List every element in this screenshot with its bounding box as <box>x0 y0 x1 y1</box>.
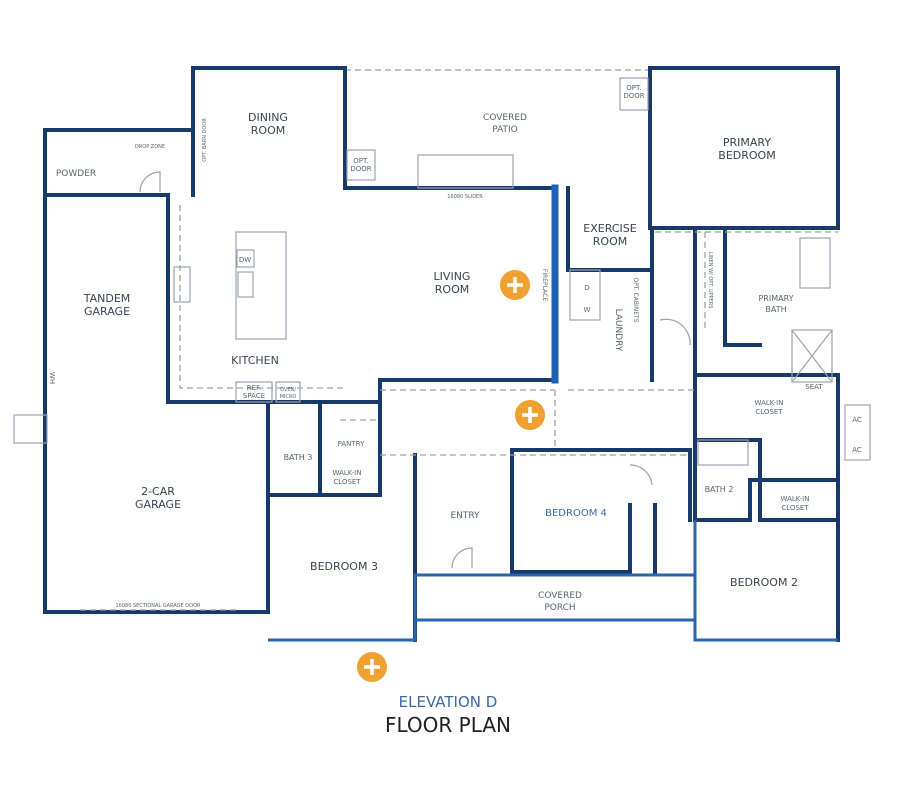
label-garage-door: 16080 SECTIONAL GARAGE DOOR <box>115 603 201 609</box>
svg-text:OPT.DOOR: OPT.DOOR <box>623 84 644 100</box>
room-bedroom3: BEDROOM 3 <box>310 560 378 573</box>
svg-text:OPT.DOOR: OPT.DOOR <box>350 157 371 173</box>
label-ac: AC <box>852 446 862 454</box>
svg-text:REF.SPACE: REF.SPACE <box>243 384 265 400</box>
elevation-title: ELEVATION D <box>399 693 498 711</box>
label-barn-door: OPT. BARN DOOR <box>202 118 208 162</box>
label-slider: 16080 SLIDER <box>447 194 483 200</box>
label-ref-space: REF. <box>247 384 261 392</box>
label-dw: DW <box>239 256 251 264</box>
room-patio: COVERED <box>483 113 527 123</box>
room-laundry: LAUNDRY <box>613 309 623 352</box>
label-linen: LINEN W/ OPT. UPPERS <box>707 252 713 309</box>
room-powder: POWDER <box>56 169 96 179</box>
hotspot-living-room[interactable] <box>500 270 530 300</box>
svg-text:OVEN/MICRO: OVEN/MICRO <box>280 387 297 400</box>
label-fireplace: FIREPLACE <box>541 269 548 301</box>
room-primary-bedroom: PRIMARY <box>723 136 771 149</box>
hotspot-hallway[interactable] <box>515 400 545 430</box>
walls <box>43 66 840 642</box>
floor-plan-title: FLOOR PLAN <box>385 713 511 737</box>
room-tandem-garage: TANDEM <box>83 292 131 305</box>
room-living: LIVING <box>434 270 471 283</box>
label-seat: SEAT <box>805 383 823 391</box>
room-exercise: EXERCISE <box>583 222 636 235</box>
room-bedroom4: BEDROOM 4 <box>545 508 607 519</box>
room-entry: ENTRY <box>450 511 480 521</box>
room-bedroom2: BEDROOM 2 <box>730 576 798 589</box>
room-primary-bath: PRIMARY <box>758 294 793 303</box>
room-kitchen: KITCHEN <box>231 354 279 367</box>
label-opt-door: OPT. <box>626 84 641 92</box>
plus-icon <box>522 407 538 423</box>
plus-icon <box>507 277 523 293</box>
room-walk-in-closet: WALK-IN <box>333 469 362 477</box>
label-opt-door: OPT. <box>353 157 368 165</box>
room-dining: DINING <box>248 111 288 124</box>
room-walk-in-closet: WALK-IN <box>781 495 810 503</box>
label-oven-micro: OVEN/ <box>280 387 296 393</box>
label-wh: WH <box>48 372 56 384</box>
fixtures <box>13 77 871 611</box>
hotspot-elevation[interactable] <box>357 652 387 682</box>
label-opt-cabinets: OPT. CABINETS <box>632 277 639 322</box>
room-walk-in-closet: WALK-IN <box>755 399 784 407</box>
label-drop-zone: DROP ZONE <box>135 144 165 150</box>
room-garage: 2-CAR <box>141 485 175 498</box>
label-ac: AC <box>852 416 862 424</box>
room-bath2: BATH 2 <box>705 485 734 494</box>
room-bath3: BATH 3 <box>284 453 313 462</box>
plus-icon <box>364 659 380 675</box>
room-porch: COVERED <box>538 591 582 601</box>
room-pantry: PANTRY <box>338 440 365 448</box>
label-washer: W <box>584 306 591 314</box>
label-dryer: D <box>584 284 589 292</box>
